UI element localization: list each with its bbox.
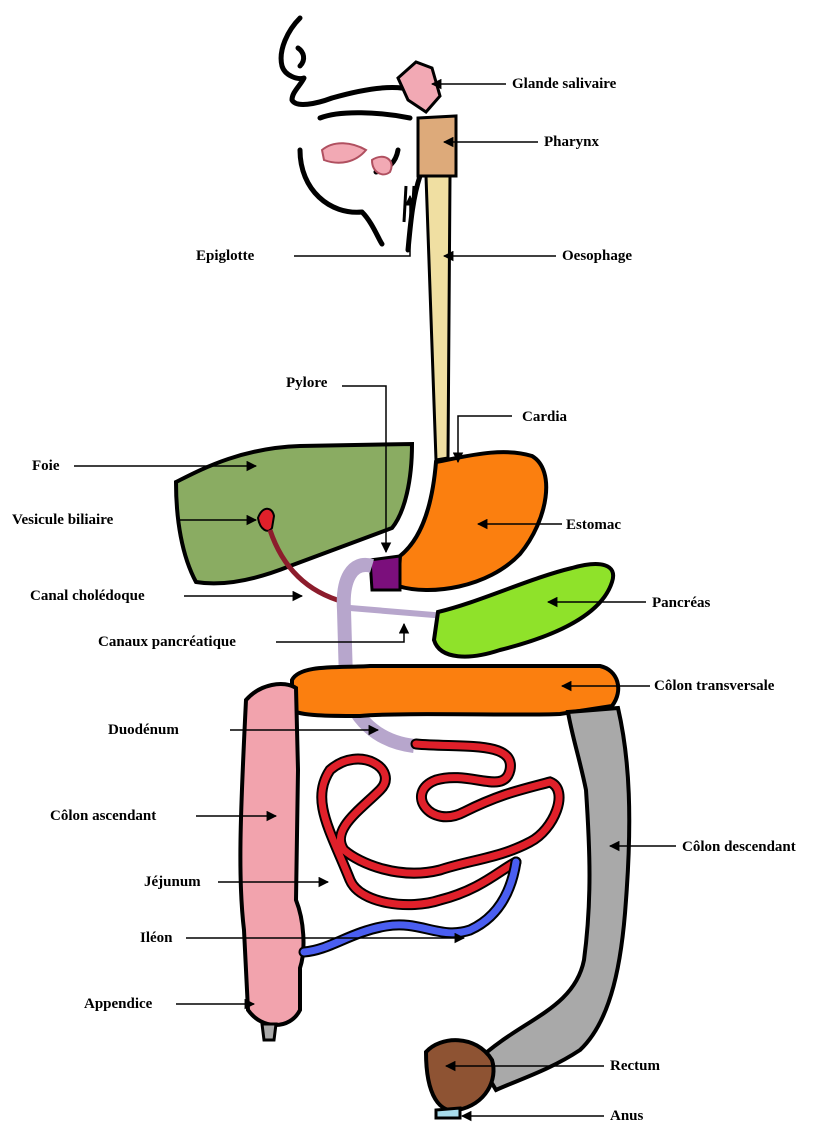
- label-colon-transversale: Côlon transversale: [654, 677, 774, 695]
- label-jejunum: Jéjunum: [144, 873, 201, 891]
- label-pharynx: Pharynx: [544, 133, 599, 151]
- stomach: [398, 452, 546, 590]
- head-profile: [281, 18, 420, 250]
- salivary-gland: [398, 62, 440, 112]
- label-pylore: Pylore: [286, 374, 327, 392]
- label-estomac: Estomac: [566, 516, 621, 534]
- tongue: [322, 143, 366, 163]
- label-cardia: Cardia: [522, 408, 567, 426]
- pancreatic-duct: [350, 608, 446, 616]
- epiglottis: [404, 186, 414, 222]
- label-canal-choledoque: Canal cholédoque: [30, 587, 145, 605]
- label-duodenum: Duodénum: [108, 721, 179, 739]
- leader-epiglotte: [294, 196, 410, 256]
- colon-ascending: [240, 684, 303, 1025]
- label-ileon: Iléon: [140, 929, 173, 947]
- label-colon-descendant: Côlon descendant: [682, 838, 796, 856]
- label-pancreas: Pancréas: [652, 594, 710, 612]
- colon-transverse: [292, 666, 618, 716]
- label-colon-ascendant: Côlon ascendant: [50, 807, 156, 825]
- label-oesophage: Oesophage: [562, 247, 632, 265]
- label-epiglotte: Epiglotte: [196, 247, 254, 265]
- label-canaux-pancreatique: Canaux pancréatique: [98, 633, 236, 651]
- esophagus: [426, 176, 450, 460]
- jejunum: [322, 744, 559, 905]
- label-glande-salivaire: Glande salivaire: [512, 75, 616, 93]
- pharynx: [418, 116, 456, 176]
- label-appendice: Appendice: [84, 995, 152, 1013]
- rectum: [426, 1040, 494, 1110]
- label-vesicule-biliaire: Vesicule biliaire: [12, 511, 113, 529]
- pylorus: [370, 556, 400, 590]
- label-anus: Anus: [610, 1107, 643, 1125]
- label-foie: Foie: [32, 457, 60, 475]
- label-rectum: Rectum: [610, 1057, 660, 1075]
- anus: [436, 1108, 460, 1118]
- duodenum: [344, 565, 414, 746]
- appendix: [262, 1024, 276, 1040]
